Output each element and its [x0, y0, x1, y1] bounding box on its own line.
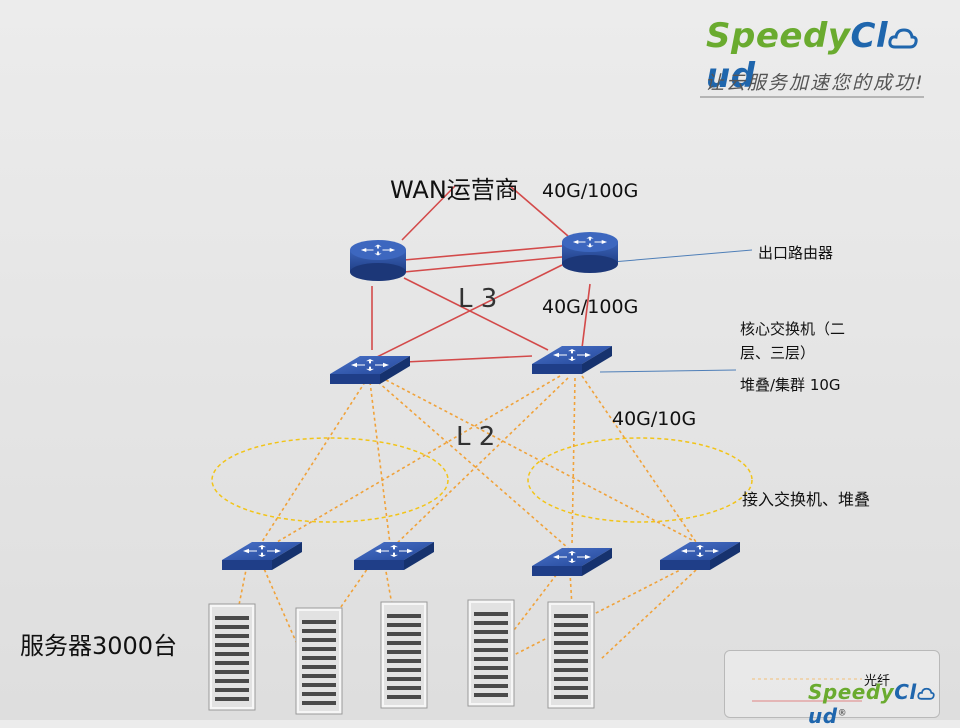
l2-label: L 2 [456, 422, 496, 452]
legend-fiber-label: 光纤 [864, 674, 891, 689]
access-switch-2 [354, 542, 434, 570]
router-left [350, 240, 406, 281]
slogan-divider [700, 96, 924, 98]
l3-label: L 3 [458, 284, 498, 314]
wan-label: WAN运营商 [390, 176, 519, 204]
access-switch-3 [532, 548, 612, 576]
callout-router [611, 249, 753, 263]
l2-domain-ellipse-left [211, 437, 449, 523]
brand-text-small: SpeedyClud® [808, 680, 935, 728]
slogan: 让云服务加速您的成功! [705, 72, 925, 94]
registered-mark: ® [837, 708, 848, 719]
brand-text: SpeedyClud [706, 16, 918, 96]
callout-core [599, 369, 737, 373]
access-switch-label: 接入交换机、堆叠 [742, 490, 871, 509]
servers-label: 服务器3000台 [20, 632, 178, 660]
bandwidth-label-low: 40G/10G [612, 408, 697, 430]
server-rack-5 [547, 601, 595, 709]
stack-cluster-label: 堆叠/集群 10G [740, 376, 841, 394]
server-rack-3 [380, 601, 428, 709]
server-rack-2 [295, 607, 343, 715]
core-switch-right [532, 346, 612, 374]
core-switch-label-line1: 核心交换机（二 [740, 320, 846, 338]
cloud-o-icon-small [917, 687, 935, 700]
egress-router-label: 出口路由器 [758, 244, 834, 262]
core-switch-label-line2: 层、三层） [740, 344, 816, 362]
router-right [562, 232, 618, 273]
legend-box [724, 650, 940, 718]
cloud-o-icon [888, 28, 918, 49]
server-rack-4 [467, 599, 515, 707]
l2-domain-ellipse-right [527, 437, 753, 523]
core-switch-left [330, 356, 410, 384]
server-rack-1 [208, 603, 256, 711]
access-switch-4 [660, 542, 740, 570]
bandwidth-label-mid: 40G/100G [542, 296, 639, 318]
access-switch-1 [222, 542, 302, 570]
speedycloud-logo-small: SpeedyClud® [808, 680, 960, 728]
l3-links [371, 185, 591, 363]
speedycloud-logo: SpeedyClud [706, 16, 960, 96]
bandwidth-label-top: 40G/100G [542, 180, 639, 202]
